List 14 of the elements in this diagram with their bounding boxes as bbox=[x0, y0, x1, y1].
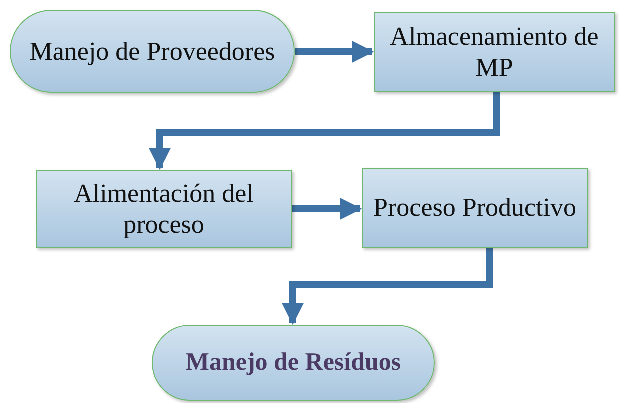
node-label: Manejo de Resíduos bbox=[186, 348, 402, 378]
node-label: Proceso Productivo bbox=[374, 192, 576, 224]
process-box bbox=[362, 168, 588, 248]
node-label: Manejo de Proveedores bbox=[30, 36, 276, 68]
terminator-shape bbox=[152, 325, 435, 401]
process-box bbox=[374, 12, 615, 92]
arrow bbox=[282, 248, 494, 326]
arrow bbox=[149, 92, 500, 170]
arrow bbox=[292, 198, 362, 220]
node-label: Almacenamiento de MP bbox=[389, 20, 600, 84]
arrow bbox=[295, 41, 374, 63]
node-label: Alimentación del proceso bbox=[73, 178, 255, 240]
process-box bbox=[36, 170, 292, 248]
terminator-shape bbox=[10, 10, 295, 93]
